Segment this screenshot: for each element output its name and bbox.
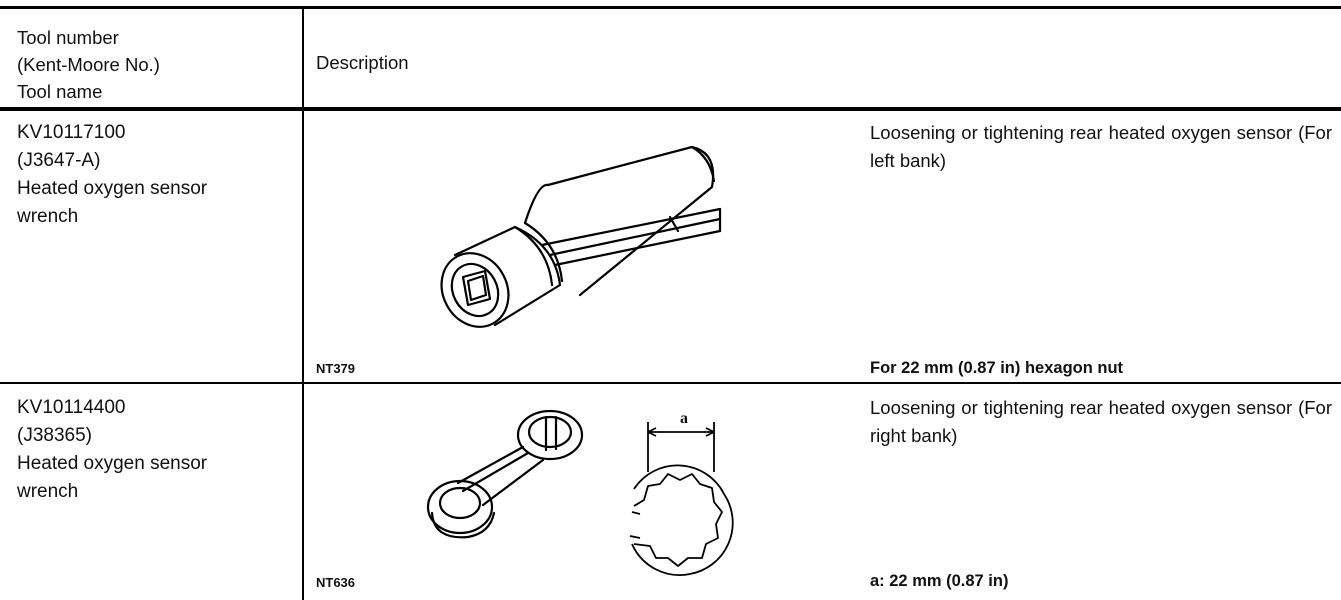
row-1-note: For 22 mm (0.87 in) hexagon nut [870,359,1124,377]
row-1-tool-number: KV10117100 [17,122,126,143]
table-row-divider [0,382,1341,384]
row-2-tool-info: KV10114400 (J38365) Heated oxygen sensor… [17,394,207,506]
row-1-figure-code: NT379 [316,361,356,376]
header-tool-name: Tool name [17,81,103,102]
row-2-tool-name-line-2: wrench [17,481,79,502]
row-2-description: Loosening or tightening rear heated oxyg… [870,397,1332,446]
row-1-tool-name-line-2: wrench [17,206,79,227]
table-column-divider [302,9,304,600]
row-1-tool-info: KV10117100 (J3647-A) Heated oxygen senso… [17,119,207,231]
flare-nut-wrench-illustration [426,409,584,539]
header-description: Description [316,52,409,73]
table-header-rule [0,107,1341,111]
row-2-kent-moore-number: (J38365) [17,425,92,446]
row-1-kent-moore-number: (J3647-A) [17,150,101,171]
socket-wrench-illustration [440,145,722,328]
dimension-diagram [629,422,734,576]
dimension-label: a [680,410,688,427]
row-2-tool-name-line-1: Heated oxygen sensor [17,453,208,474]
row-2-tool-number: KV10114400 [17,397,126,418]
row-2-note: a: 22 mm (0.87 in) [870,572,1009,590]
table-top-rule [0,6,1341,9]
row-1-description: Loosening or tightening rear heated oxyg… [870,122,1332,171]
header-tool-number: Tool number [17,27,119,48]
row-2-figure-code: NT636 [316,575,356,590]
header-kent-moore: (Kent-Moore No.) [17,54,160,75]
header-tool-column: Tool number (Kent-Moore No.) Tool name [17,24,160,105]
row-1-tool-name-line-1: Heated oxygen sensor [17,178,208,199]
